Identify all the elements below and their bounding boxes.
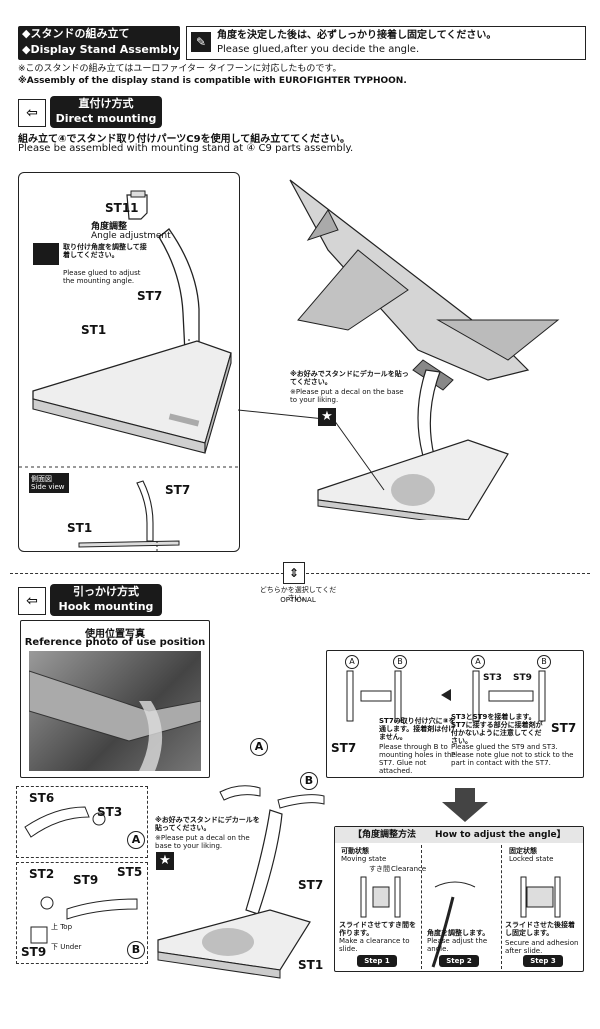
secure-jp: スライドさせた後接着し固定します。	[505, 921, 575, 937]
reference-photo	[28, 651, 202, 771]
ref-photo-en: Reference photo of use position	[24, 637, 206, 648]
step1-button: Step 1	[357, 955, 397, 967]
option-arrow-icon: ⇦	[18, 99, 46, 127]
st7-label: ST7	[137, 289, 163, 303]
moving-en: Moving state	[341, 855, 387, 863]
glue-notice: ✎ 角度を決定した後は、必ずしっかり接着し固定してください。 Please gl…	[186, 26, 586, 60]
st11-label: ST11	[105, 201, 139, 215]
secure-en: Secure and adhesion after slide.	[505, 939, 579, 955]
direct-stand-diagram	[19, 190, 239, 551]
angle-adjust-frame: 【角度調整方法 How to adjust the angle】 可動状態 Mo…	[334, 826, 584, 972]
glue-note-en: Please glued to adjust the mounting angl…	[63, 269, 141, 285]
hook-mounting-tag: ⇦ 引っかけ方式 Hook mounting	[18, 584, 168, 618]
angle-adjust-en: Angle adjustment	[91, 231, 171, 241]
brush-glue-icon: ✎	[191, 32, 211, 52]
hook-tag-en: Hook mounting	[58, 600, 154, 613]
detail-st7-right: ST7	[551, 721, 577, 735]
detail-glue-jp: ST3とST9を接着します。ST7に接する部分に接着剤が付かないように注意してく…	[451, 713, 543, 745]
compat-note-jp: ※このスタンドの組み立てはユーロファイター タイフーンに対応したものです。	[18, 64, 342, 74]
detail-b2: B	[537, 655, 551, 669]
ref-photo-jp: 使用位置写真	[85, 629, 145, 640]
direct-instr-jp: 組み立て④でスタンド取り付けパーツC9を使用して組み立ててください。	[18, 134, 350, 145]
adjust-jp: 角度を調整します。	[427, 929, 490, 937]
angle-adjust-jp: 角度調整	[91, 222, 128, 232]
detail-a1: A	[345, 655, 359, 669]
detail-st7-jp: ST7の取り付け穴に⑧を通します。接着剤は付けません。	[379, 717, 456, 741]
detail-st7-left: ST7	[331, 741, 357, 755]
star-icon: ★	[156, 852, 174, 870]
direct-mount-frame: ST11 角度調整 Angle adjustment 取り付け角度を調整して接着…	[18, 172, 240, 552]
hook-decal-en: ※Please put a decal on the base to your …	[155, 834, 250, 850]
top-label: 上 Top	[51, 923, 73, 931]
direct-mounting-tag: ⇦ 直付け方式 Direct mounting	[18, 96, 168, 130]
section-title-jp: ◆スタンドの組み立て	[22, 27, 130, 40]
direct-decal-jp: ※お好みでスタンドにデカールを貼ってください。	[290, 370, 409, 386]
angle-title-en: How to adjust the angle】	[435, 830, 566, 840]
moving-jp: 可動状態	[341, 847, 369, 855]
slide-en: Make a clearance to slide.	[339, 937, 410, 953]
optional-en: OPTIONAL	[280, 596, 316, 604]
side-st7-label: ST7	[165, 483, 191, 497]
side-view-badge: 側面図 Side view	[29, 473, 69, 493]
notice-en: Please glued,after you decide the angle.	[217, 44, 420, 55]
hook-circle-a: A	[250, 738, 268, 756]
st1-label: ST1	[81, 323, 107, 337]
side-st1-label: ST1	[67, 521, 93, 535]
section-title: ◆スタンドの組み立て ◆Display Stand Assembly	[18, 26, 180, 60]
hook-stand-diagram	[157, 785, 325, 979]
st9-label: ST9	[73, 873, 99, 887]
parts-b-box: ST2 ST9 ST5 上 Top 下 Under ST9 B	[16, 862, 148, 964]
parts-a-box: ST6 ST3 A	[16, 786, 148, 858]
glue-note-jp: 取り付け角度を調整して接着してください。	[63, 243, 147, 259]
st9-bottom-label: ST9	[21, 945, 47, 959]
step3-button: Step 3	[523, 955, 563, 967]
detail-st9: ST9	[513, 673, 532, 683]
circle-b-marker: B	[127, 941, 145, 959]
hook-circle-b: B	[300, 772, 318, 790]
section-title-en: ◆Display Stand Assembly	[22, 43, 180, 56]
st3-label: ST3	[97, 805, 123, 819]
aircraft-on-stand	[238, 179, 560, 520]
clearance-en: Clearance	[391, 865, 427, 873]
direct-instr-en: Please be assembled with mounting stand …	[18, 143, 354, 154]
direct-tag-jp: 直付け方式	[78, 97, 134, 110]
angle-title-jp: 【角度調整方法	[353, 830, 417, 840]
down-arrow-icon	[442, 788, 488, 822]
hook-tag-jp: 引っかけ方式	[73, 585, 139, 598]
optional-arrows-icon: ⇕	[283, 562, 305, 584]
detail-a2: A	[471, 655, 485, 669]
st5-label: ST5	[117, 865, 143, 879]
step2-button: Step 2	[439, 955, 479, 967]
hook-decal-jp: ※お好みでスタンドにデカールを貼ってください。	[155, 816, 260, 832]
under-label: 下 Under	[51, 943, 82, 951]
locked-en: Locked state	[509, 855, 554, 863]
adjust-en: Please adjust the angle.	[427, 937, 488, 953]
hook-st7-label: ST7	[298, 878, 324, 892]
glue-tube-icon	[33, 243, 59, 265]
detail-st3: ST3	[483, 673, 502, 683]
compat-note-en: ※Assembly of the display stand is compat…	[18, 76, 407, 86]
option-arrow-icon: ⇦	[18, 587, 46, 615]
circle-a-marker: A	[127, 831, 145, 849]
st6-label: ST6	[29, 791, 55, 805]
st2-label: ST2	[29, 867, 55, 881]
detail-glue-en: Please glued the ST9 and ST3. Please not…	[451, 743, 574, 767]
star-icon: ★	[318, 408, 336, 426]
slide-jp: スライドさせてすき間を作ります。	[339, 921, 416, 937]
detail-st7-en: Please through B to mounting holes in th…	[379, 743, 456, 775]
notice-jp: 角度を決定した後は、必ずしっかり接着し固定してください。	[217, 30, 497, 41]
detail-b1: B	[393, 655, 407, 669]
clearance-jp: すき間	[369, 865, 390, 873]
optional-jp: どちらかを選択してください。	[259, 586, 337, 602]
hook-detail-frame: A B A B ST7 ST7の取り付け穴に⑧を通します。接着剤は付けません。 …	[326, 650, 584, 778]
reference-photo-frame: 使用位置写真 Reference photo of use position	[20, 620, 210, 778]
hook-st1-label: ST1	[298, 958, 324, 972]
direct-tag-en: Direct mounting	[55, 112, 157, 125]
locked-jp: 固定状態	[509, 847, 537, 855]
direct-decal-en: ※Please put a decal on the base to your …	[290, 388, 404, 404]
